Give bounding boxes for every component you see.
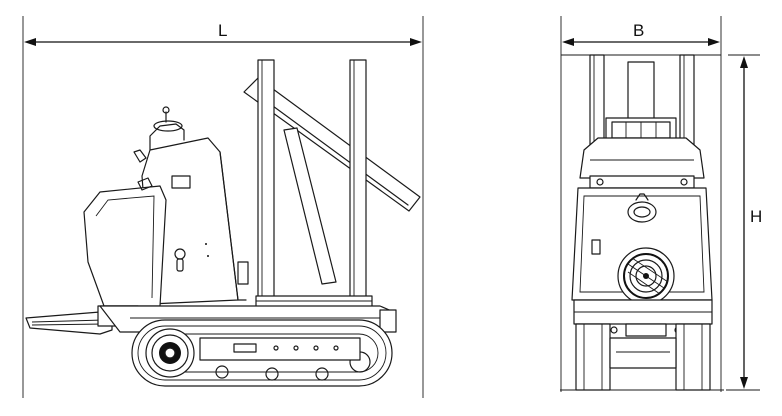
side-view: L	[22, 16, 424, 398]
width-label: B	[633, 21, 644, 40]
front-tracks	[575, 323, 711, 391]
front-top-assembly	[579, 117, 705, 189]
front-view: B H	[560, 16, 762, 392]
height-label: H	[750, 207, 762, 226]
front-body	[571, 187, 713, 305]
length-label: L	[218, 21, 227, 40]
front-mast	[589, 54, 695, 146]
dumper-body	[83, 106, 249, 307]
height-dimension: H	[726, 54, 762, 391]
length-dimension: L	[24, 21, 422, 46]
crawler-track	[131, 319, 393, 387]
width-dimension: B	[562, 21, 720, 46]
lift-mast	[243, 59, 421, 309]
